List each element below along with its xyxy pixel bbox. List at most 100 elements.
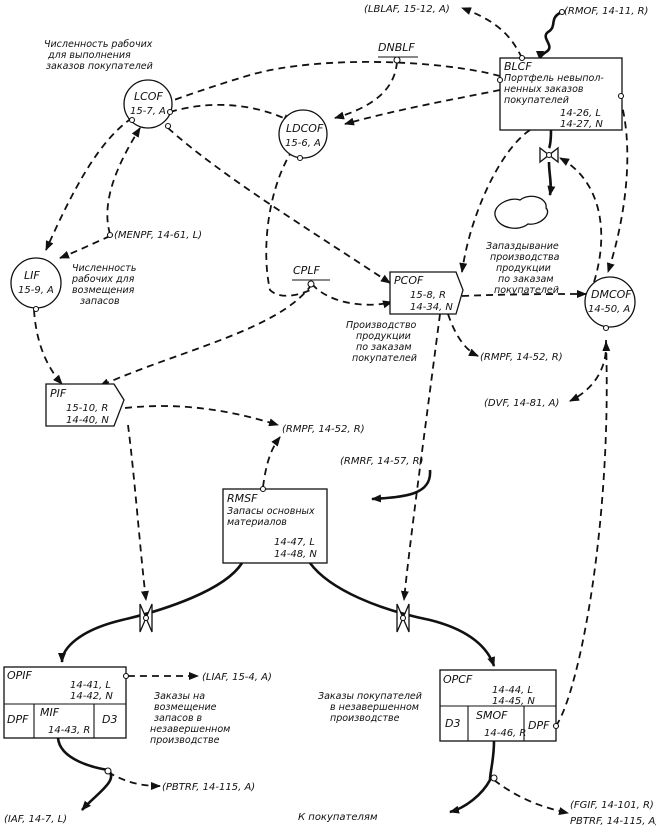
svg-text:15-6, A: 15-6, A bbox=[285, 138, 321, 149]
link-dmcof-to-blcf-valve bbox=[559, 157, 603, 283]
svg-text:возмещение: возмещение bbox=[154, 702, 217, 713]
svg-text:Численность: Численность bbox=[72, 263, 136, 274]
flow-blcf-to-valve bbox=[547, 129, 553, 149]
link-lif-to-pif bbox=[33, 309, 63, 385]
svg-text:DPF: DPF bbox=[528, 719, 550, 732]
svg-text:DMCOF: DMCOF bbox=[591, 288, 632, 301]
annotation-delay: Запаздывание производства продукции по з… bbox=[486, 241, 560, 296]
link-pcof-to-dmcof bbox=[461, 290, 587, 299]
svg-text:14-45, N: 14-45, N bbox=[492, 696, 535, 707]
link-lcof-to-pcof bbox=[167, 127, 391, 284]
link-lcof-to-ldcof bbox=[169, 103, 293, 123]
svg-text:по заказам: по заказам bbox=[356, 342, 412, 353]
link-pif-to-left-valve bbox=[127, 424, 149, 601]
svg-text:15-9, A: 15-9, A bbox=[18, 285, 54, 296]
flow-rmsf-to-opif bbox=[58, 562, 244, 663]
node-opif: OPIF 14-41, L 14-42, N DPF MIF 14-43, R … bbox=[3, 666, 130, 775]
svg-text:14-34, N: 14-34, N bbox=[410, 302, 453, 313]
ref-rmpf-2: (RMPF, 14-52, R) bbox=[282, 424, 365, 435]
link-pcof-to-rmpf bbox=[447, 313, 479, 357]
ref-liaf: (LIAF, 15-4, A) bbox=[202, 672, 272, 683]
link-pif-to-rmpf bbox=[124, 405, 279, 427]
link-opcf-to-dmcof bbox=[555, 341, 611, 727]
svg-text:14-48, N: 14-48, N bbox=[274, 549, 317, 560]
svg-text:PCOF: PCOF bbox=[394, 274, 424, 287]
node-pif: PIF 15-10, R 14-40, N bbox=[45, 383, 125, 427]
svg-text:производства: производства bbox=[490, 252, 560, 263]
dnblf-label: DNBLF bbox=[378, 41, 415, 54]
svg-text:LCOF: LCOF bbox=[134, 90, 163, 103]
svg-text:продукции: продукции bbox=[496, 263, 551, 274]
svg-text:14-46, R: 14-46, R bbox=[484, 728, 526, 739]
svg-text:Численность рабочих: Численность рабочих bbox=[44, 39, 153, 50]
svg-text:LIF: LIF bbox=[24, 269, 40, 282]
svg-text:PIF: PIF bbox=[50, 387, 67, 400]
flow-rmsf-to-opcf bbox=[308, 562, 496, 667]
node-lif: LIF 15-9, A bbox=[10, 257, 62, 313]
link-menpf-to-lcof bbox=[106, 127, 141, 235]
svg-text:Производство: Производство bbox=[346, 320, 417, 331]
ref-rmrf: (RMRF, 14-57, R) bbox=[340, 456, 424, 467]
constant-dnblf: DNBLF bbox=[378, 41, 418, 64]
svg-text:по заказам: по заказам bbox=[498, 274, 554, 285]
svg-text:15-10, R: 15-10, R bbox=[66, 403, 108, 414]
svg-text:MIF: MIF bbox=[40, 706, 60, 719]
svg-text:SMOF: SMOF bbox=[476, 709, 508, 722]
svg-text:D3: D3 bbox=[102, 713, 117, 726]
svg-text:OPCF: OPCF bbox=[443, 673, 473, 686]
link-opif-to-pbtrf bbox=[107, 771, 161, 790]
ref-pbtrf-2: PBTRF, 14-115, A) bbox=[570, 816, 656, 827]
svg-text:возмещения: возмещения bbox=[72, 285, 135, 296]
link-dmcof-to-dvf bbox=[569, 339, 607, 402]
ref-dvf: (DVF, 14-81, A) bbox=[484, 398, 559, 409]
svg-text:производстве: производстве bbox=[150, 735, 220, 746]
svg-text:14-43, R: 14-43, R bbox=[48, 725, 90, 736]
ref-rmpf-1: (RMPF, 14-52, R) bbox=[480, 352, 563, 363]
svg-text:покупателей: покупателей bbox=[352, 353, 417, 364]
ref-rmof: (RMOF, 14-11, R) bbox=[564, 6, 648, 17]
flow-opif-to-iaf bbox=[56, 737, 113, 811]
svg-text:14-42, N: 14-42, N bbox=[70, 691, 113, 702]
annotation-to-customers: К покупателям bbox=[298, 812, 378, 823]
link-ldcof-to-cplf bbox=[265, 139, 311, 297]
svg-text:рабочих для: рабочих для bbox=[71, 274, 135, 285]
cplf-label: CPLF bbox=[293, 264, 320, 277]
svg-text:14-41, L: 14-41, L bbox=[70, 680, 111, 691]
ref-menpf: (MENPF, 14-61, L) bbox=[114, 230, 202, 241]
node-dmcof: DMCOF 14-50, A bbox=[584, 276, 636, 332]
node-ldcof: LDCOF 15-6, A bbox=[278, 109, 328, 162]
ref-pbtrf-1: (PBTRF, 14-115, A) bbox=[162, 782, 255, 793]
svg-text:14-50, A: 14-50, A bbox=[588, 304, 630, 315]
node-rmsf: RMSF Запасы основных материалов 14-47, L… bbox=[222, 485, 328, 564]
flow-rmrf-to-rmsf bbox=[371, 469, 432, 503]
svg-text:14-26, L: 14-26, L bbox=[560, 108, 601, 119]
svg-text:14-47, L: 14-47, L bbox=[274, 537, 315, 548]
svg-text:в незавершенном: в незавершенном bbox=[330, 702, 419, 713]
svg-text:производстве: производстве bbox=[330, 713, 400, 724]
link-dnblf-to-ldcof bbox=[334, 61, 398, 120]
svg-text:Заказы на: Заказы на bbox=[154, 691, 205, 702]
flow-opcf-to-customers bbox=[449, 740, 496, 814]
svg-text:покупателей: покупателей bbox=[504, 95, 569, 106]
valve-left bbox=[139, 603, 153, 633]
annotation-workers-orders: Численность рабочих для выполнения заказ… bbox=[44, 39, 153, 72]
svg-text:запасов в: запасов в bbox=[154, 713, 203, 724]
link-opcf-to-fgif bbox=[493, 779, 569, 815]
link-rmsf-to-rmpf bbox=[262, 436, 281, 488]
link-blcf-to-lcof bbox=[161, 61, 501, 106]
svg-text:BLCF: BLCF bbox=[504, 60, 532, 73]
link-menpf-to-lif bbox=[59, 235, 111, 259]
svg-text:материалов: материалов bbox=[227, 517, 287, 528]
cloud-sink bbox=[494, 195, 549, 229]
svg-text:D3: D3 bbox=[445, 717, 460, 730]
link-blcf-to-lblaf bbox=[461, 7, 523, 59]
annotation-orders-customers: Заказы покупателей в незавершенном произ… bbox=[318, 691, 422, 724]
material-flows bbox=[56, 10, 563, 814]
svg-text:запасов: запасов bbox=[80, 296, 120, 307]
svg-text:Портфель невыпол-: Портфель невыпол- bbox=[504, 73, 604, 84]
information-links bbox=[33, 7, 629, 815]
svg-text:Заказы покупателей: Заказы покупателей bbox=[318, 691, 422, 702]
svg-text:Запаздывание: Запаздывание bbox=[486, 241, 559, 252]
valve-blcf-out bbox=[539, 146, 559, 164]
